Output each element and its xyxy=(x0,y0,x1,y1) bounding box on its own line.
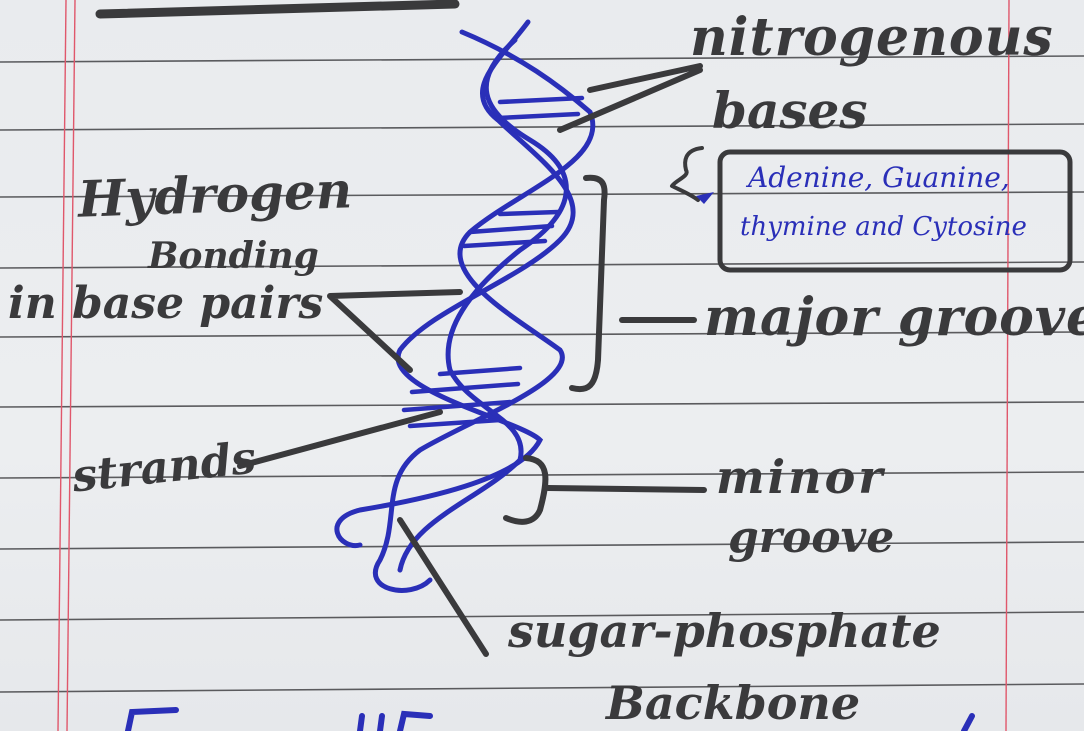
cropped-handwriting xyxy=(0,0,1084,731)
notebook-page: nitrogenous bases Adenine, Guanine, thym… xyxy=(0,0,1084,731)
